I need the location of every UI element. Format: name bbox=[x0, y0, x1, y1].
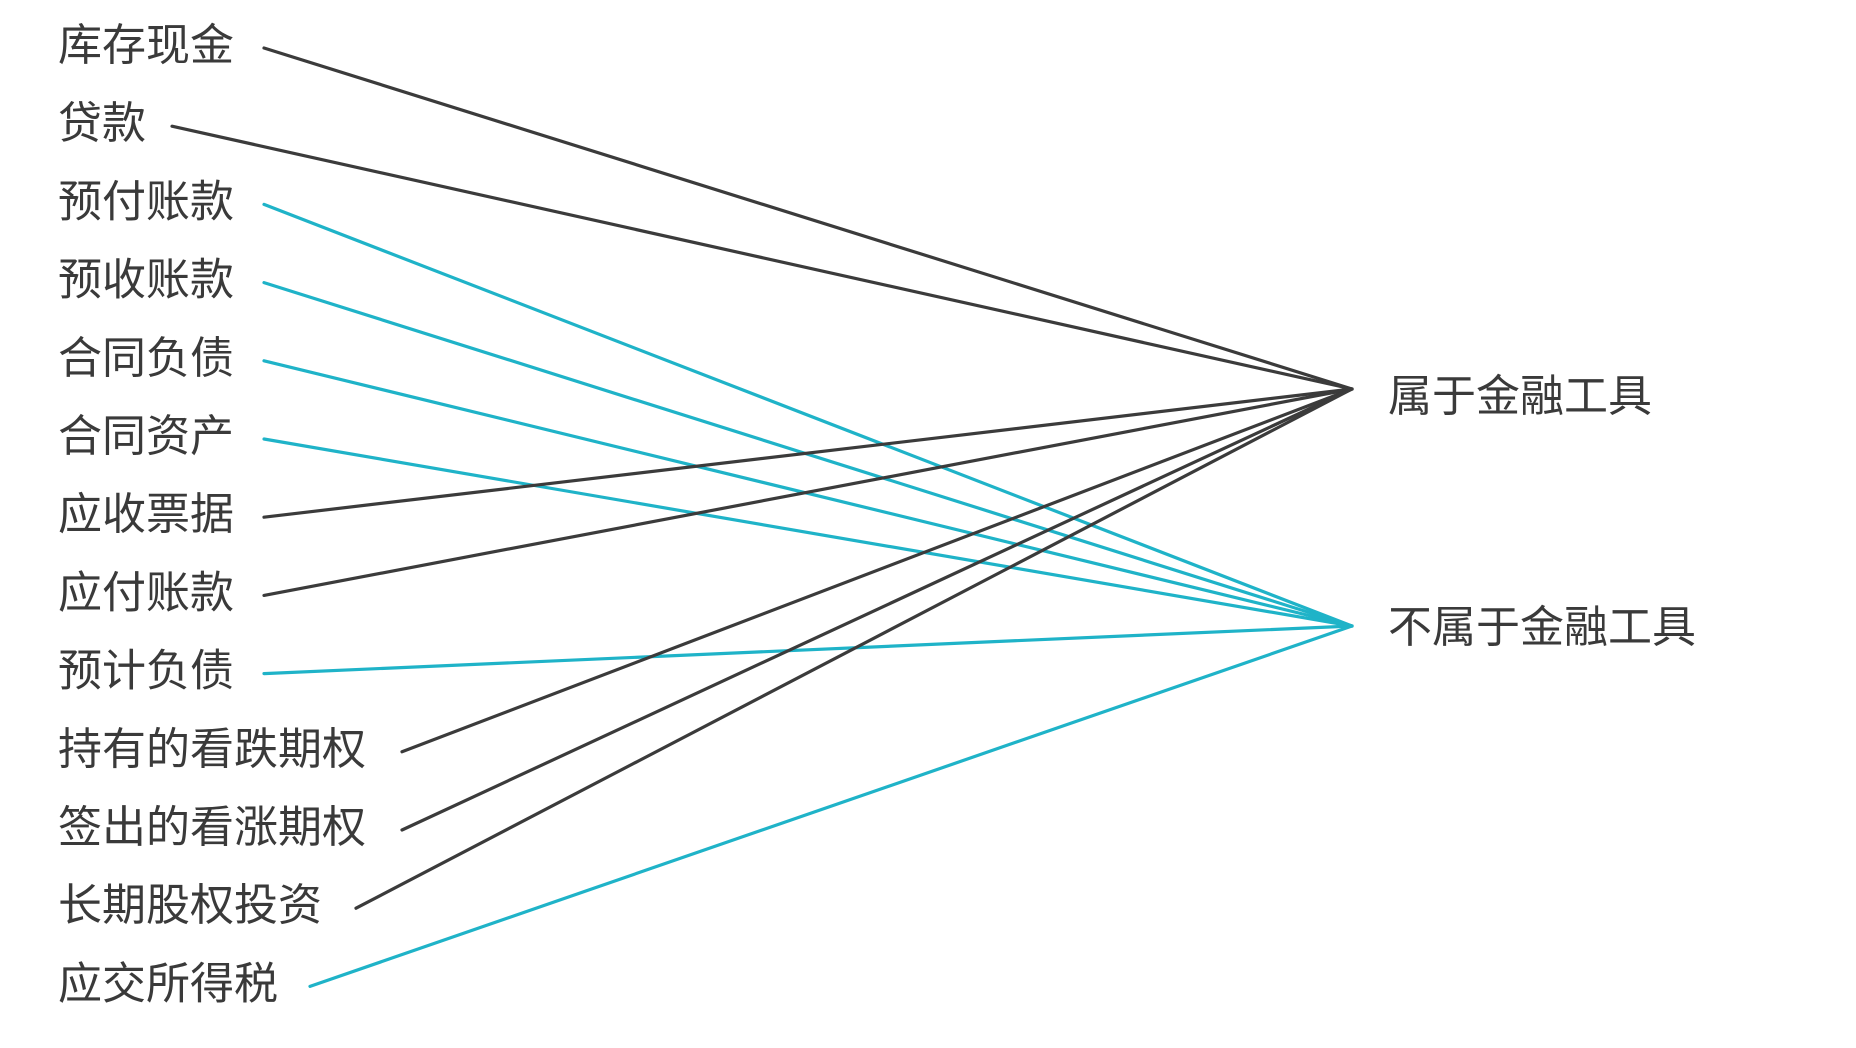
connector-line-financial bbox=[262, 387, 1354, 519]
item-label: 贷款 bbox=[58, 98, 146, 149]
connector-line-non-financial bbox=[262, 437, 1354, 628]
connector-line-non-financial bbox=[308, 624, 1354, 989]
connector-line-financial bbox=[400, 387, 1354, 754]
connector-lines bbox=[170, 46, 1354, 989]
item-label: 合同负债 bbox=[58, 333, 234, 384]
item-label: 应交所得税 bbox=[58, 958, 278, 1009]
item-label: 库存现金 bbox=[58, 20, 234, 71]
item-label: 应收票据 bbox=[58, 489, 234, 540]
connector-line-financial bbox=[262, 387, 1354, 598]
item-label: 持有的看跌期权 bbox=[58, 724, 366, 775]
target-label-non-financial: 不属于金融工具 bbox=[1388, 602, 1696, 653]
connector-line-financial bbox=[354, 387, 1354, 910]
connector-line-financial bbox=[400, 387, 1354, 832]
item-label: 应付账款 bbox=[58, 567, 234, 618]
target-label-financial: 属于金融工具 bbox=[1388, 371, 1652, 422]
item-label: 签出的看涨期权 bbox=[58, 802, 366, 853]
item-label: 预计负债 bbox=[58, 646, 234, 697]
connector-line-financial bbox=[170, 124, 1354, 391]
item-label: 合同资产 bbox=[58, 411, 234, 462]
item-label: 预收账款 bbox=[58, 255, 234, 306]
item-label: 长期股权投资 bbox=[58, 880, 322, 931]
connector-line-non-financial bbox=[262, 202, 1354, 628]
connector-line-non-financial bbox=[262, 624, 1354, 676]
item-label: 预付账款 bbox=[58, 176, 234, 227]
connector-line-financial bbox=[262, 46, 1354, 391]
item-labels: 库存现金贷款预付账款预收账款合同负债合同资产应收票据应付账款预计负债持有的看跌期… bbox=[58, 20, 366, 1009]
